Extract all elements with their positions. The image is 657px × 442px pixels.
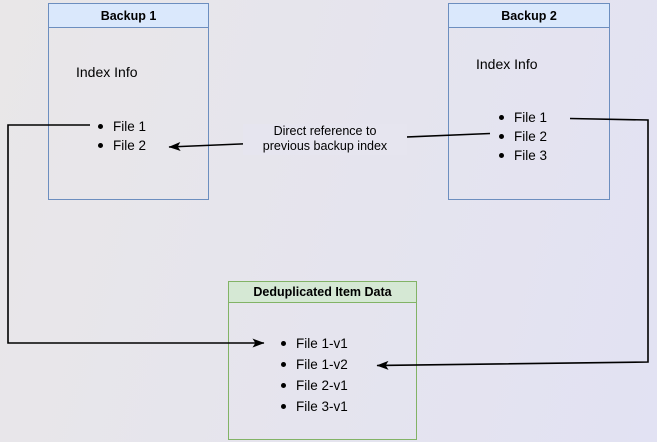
backup2-title: Backup 2 xyxy=(449,4,609,28)
file-label: File 1-v1 xyxy=(296,336,348,351)
bullet-icon xyxy=(281,404,286,409)
backup2-file-list: File 1 File 2 File 3 xyxy=(499,108,547,165)
backup2-subtitle: Index Info xyxy=(476,56,538,72)
list-item: File 1-v1 xyxy=(281,333,348,354)
file-label: File 2 xyxy=(514,129,548,144)
dedup-node: Deduplicated Item Data File 1-v1 File 1-… xyxy=(228,281,417,440)
file-label: File 1-v2 xyxy=(296,357,348,372)
list-item: File 2 xyxy=(98,136,146,155)
list-item: File 3-v1 xyxy=(281,396,348,417)
list-item: File 1 xyxy=(499,108,547,127)
list-item: File 2-v1 xyxy=(281,375,348,396)
bullet-icon xyxy=(98,124,103,129)
dedup-title: Deduplicated Item Data xyxy=(229,282,416,303)
list-item: File 1-v2 xyxy=(281,354,348,375)
backup2-node: Backup 2 Index Info File 1 File 2 File 3 xyxy=(448,3,610,200)
backup1-node: Backup 1 Index Info File 1 File 2 xyxy=(48,3,209,200)
bullet-icon xyxy=(499,153,504,158)
backup1-file-list: File 1 File 2 xyxy=(98,117,146,155)
list-item: File 3 xyxy=(499,146,547,165)
edge-label: Direct reference to previous backup inde… xyxy=(243,124,407,155)
file-label: File 3-v1 xyxy=(296,399,348,414)
file-label: File 1 xyxy=(514,110,548,125)
edge-label-line1: Direct reference to xyxy=(273,124,377,138)
bullet-icon xyxy=(281,383,286,388)
file-label: File 2-v1 xyxy=(296,378,348,393)
list-item: File 2 xyxy=(499,127,547,146)
bullet-icon xyxy=(98,143,103,148)
bullet-icon xyxy=(499,134,504,139)
backup1-title: Backup 1 xyxy=(49,4,208,28)
dedup-file-list: File 1-v1 File 1-v2 File 2-v1 File 3-v1 xyxy=(281,333,348,417)
list-item: File 1 xyxy=(98,117,146,136)
edge-label-line2: previous backup index xyxy=(262,139,388,153)
bullet-icon xyxy=(281,341,286,346)
backup1-subtitle: Index Info xyxy=(76,64,138,80)
bullet-icon xyxy=(281,362,286,367)
file-label: File 2 xyxy=(113,138,147,153)
bullet-icon xyxy=(499,115,504,120)
file-label: File 3 xyxy=(514,148,548,163)
file-label: File 1 xyxy=(113,119,147,134)
